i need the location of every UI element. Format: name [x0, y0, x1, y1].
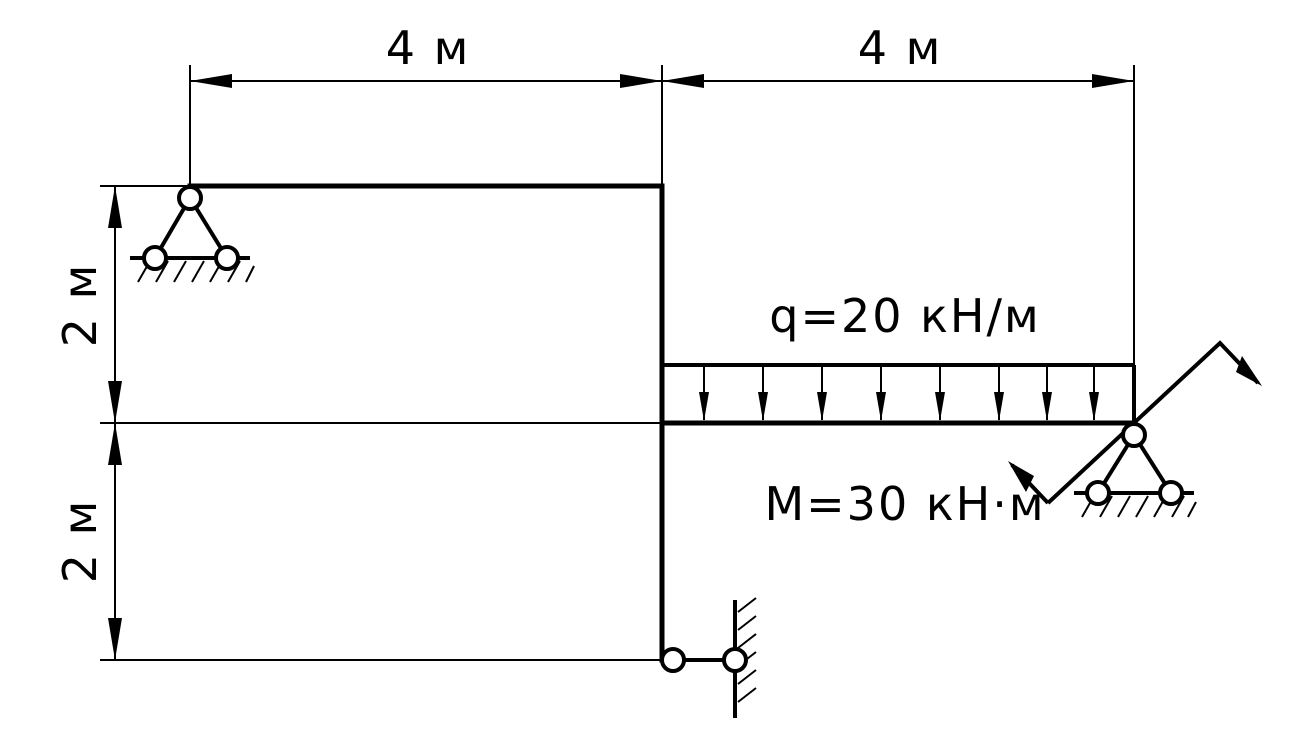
hinge-circle: [1121, 422, 1147, 448]
top-dimension-lines: [189, 65, 1135, 365]
hinge-circle: [1158, 480, 1184, 506]
arrow-down-icon: [876, 392, 886, 421]
moment-label: M=30 кН·м: [764, 477, 1045, 531]
hinge-circle: [142, 245, 168, 271]
arrow-down-icon: [758, 392, 768, 421]
arrow-left-icon: [620, 74, 662, 88]
dimension-label-left-lower: 2 м: [53, 499, 107, 584]
arrow-up-icon: [108, 618, 122, 660]
moment-arrow-icon: [1236, 356, 1262, 386]
ground-hatching: [1081, 495, 1197, 518]
arrow-down-icon: [1089, 392, 1099, 421]
arrow-down-icon: [935, 392, 945, 421]
arrow-up-icon: [108, 381, 122, 423]
hinge-circle: [722, 647, 748, 673]
hinge-circle: [177, 185, 203, 211]
pinned-support-top-left: [130, 185, 255, 283]
hinge-circle: [1085, 480, 1111, 506]
left-dimension-lines: [100, 185, 662, 661]
arrow-right-icon: [662, 74, 704, 88]
hinge-circle: [214, 245, 240, 271]
dimension-label-left-upper: 2 м: [53, 263, 107, 348]
moment-arrow-icon: [1008, 461, 1034, 492]
dimension-label-top-left: 4 м: [386, 21, 471, 75]
arrow-down-icon: [1042, 392, 1052, 421]
pinned-support-right: [1074, 422, 1197, 518]
arrow-down-icon: [108, 186, 122, 228]
arrow-down-icon: [108, 423, 122, 465]
moment-symbol: [1008, 340, 1262, 505]
distributed-load: [662, 363, 1136, 423]
arrow-right-icon: [190, 74, 232, 88]
arrow-down-icon: [699, 392, 709, 421]
arrow-down-icon: [994, 392, 1004, 421]
frame: [187, 183, 1137, 663]
distributed-load-label: q=20 кН/м: [769, 289, 1040, 343]
load-arrows: [699, 367, 1099, 421]
arrow-down-icon: [817, 392, 827, 421]
arrow-left-icon: [1092, 74, 1134, 88]
hinge-circle: [660, 647, 686, 673]
link-support-bottom: [660, 597, 757, 718]
dimension-label-top-right: 4 м: [858, 21, 943, 75]
